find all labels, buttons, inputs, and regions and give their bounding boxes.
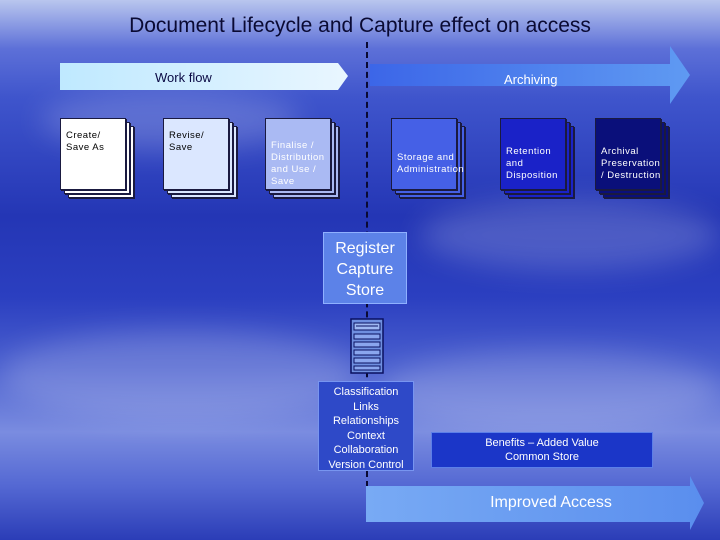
stage-archival: Archival Preservation / Destruction bbox=[595, 118, 669, 198]
register-capture-store-box: Register Capture Store bbox=[323, 232, 407, 304]
server-icon bbox=[350, 318, 384, 374]
stage-revise: Revise/ Save bbox=[163, 118, 237, 198]
improved-access-arrow bbox=[366, 476, 704, 530]
archiving-label: Archiving bbox=[504, 72, 558, 87]
improved-access-label: Improved Access bbox=[490, 494, 612, 511]
workflow-arrow bbox=[60, 63, 348, 90]
features-box: Classification Links Relationships Conte… bbox=[318, 381, 414, 471]
stage-create: Create/ Save As bbox=[60, 118, 134, 198]
cloud bbox=[380, 350, 720, 430]
stage-finalise: Finalise / Distribution and Use / Save bbox=[265, 118, 339, 198]
stage-label: Retention and Disposition bbox=[506, 146, 558, 181]
benefits-box: Benefits – Added Value Common Store bbox=[431, 432, 653, 468]
stage-label: Finalise / Distribution and Use / Save bbox=[271, 140, 325, 187]
stage-label: Storage and Administration bbox=[397, 152, 465, 175]
stage-label: Archival Preservation / Destruction bbox=[601, 146, 661, 181]
stage-storage: Storage and Administration bbox=[391, 118, 465, 198]
cloud bbox=[420, 200, 720, 270]
workflow-label: Work flow bbox=[155, 70, 212, 85]
stage-label: Revise/ Save bbox=[169, 130, 205, 153]
cloud bbox=[0, 330, 360, 420]
archiving-arrow bbox=[370, 46, 690, 104]
page-title: Document Lifecycle and Capture effect on… bbox=[129, 14, 591, 37]
stage-label: Create/ Save As bbox=[66, 130, 105, 153]
stage-retention: Retention and Disposition bbox=[500, 118, 574, 198]
